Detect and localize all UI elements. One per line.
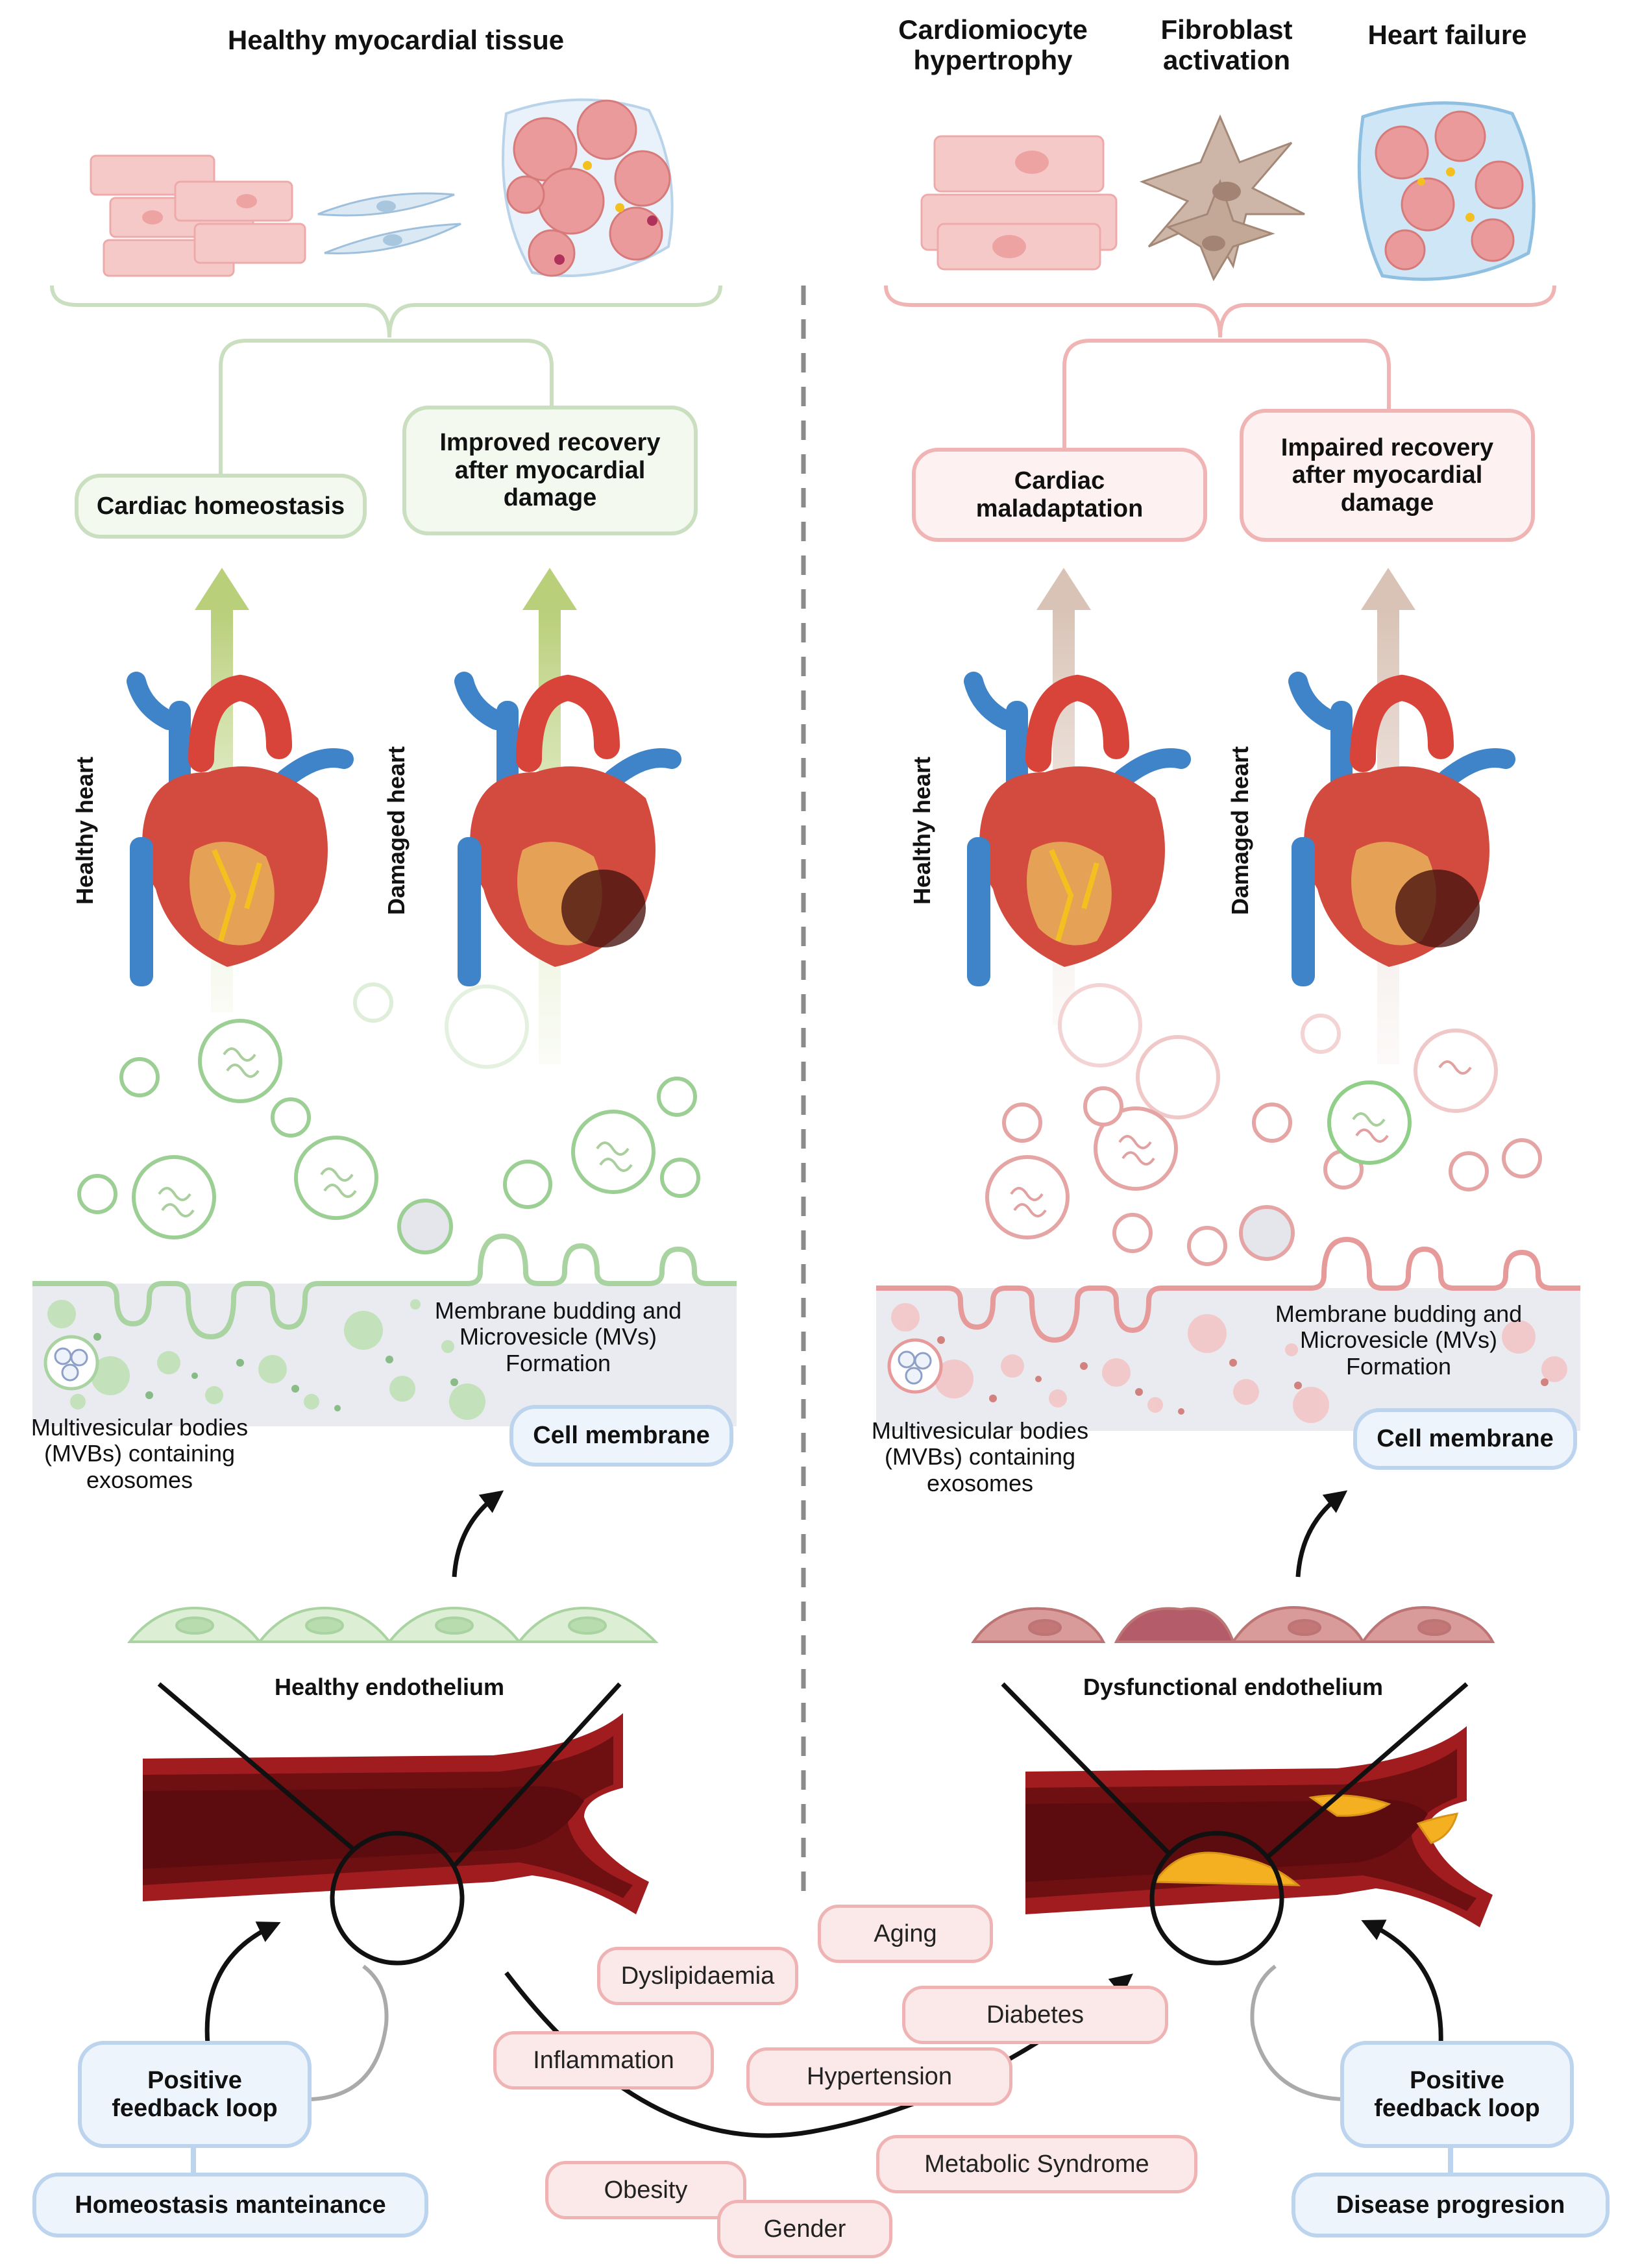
healthy-vesicles (77, 982, 700, 1254)
disease-cell-membrane (876, 1236, 1580, 1431)
dysfunctional-endothelial-cell-icon (971, 1606, 1495, 1643)
magnifier-icon (1001, 1682, 1469, 1966)
magnifier-icon (157, 1682, 622, 1966)
fibroblast-icon (317, 192, 461, 254)
cell-membrane-box: Cell membrane (1353, 1408, 1577, 1470)
impaired-recovery-box: Impaired recovery after myocardial damag… (1240, 409, 1535, 542)
risk-factor-dyslipidaemia: Dyslipidaemia (597, 1947, 798, 2005)
disease-brace (884, 285, 1556, 338)
improved-recovery-box: Improved recovery after myocardial damag… (402, 406, 698, 535)
healthy-vesicle-cargo (158, 1047, 633, 1217)
risk-factor-diabetes: Diabetes (902, 1986, 1168, 2044)
heart-icon (964, 672, 1191, 986)
healthy-feedback-arrow (311, 1964, 389, 2101)
cardiac-maladaptation-box: Cardiac maladaptation (912, 448, 1207, 542)
heart-icon (127, 672, 354, 986)
damaged-heart-icon (1288, 672, 1515, 986)
risk-factor-aging: Aging (818, 1905, 993, 1963)
failing-tissue-icon (1357, 101, 1536, 281)
healthy-endothelium-label: Healthy endothelium (274, 1674, 505, 1700)
healthy-tissue-title: Healthy myocardial tissue (227, 25, 565, 55)
disease-feedback-arrow (1250, 1964, 1344, 2101)
positive-feedback-loop-box: Positive feedback loop (1340, 2041, 1574, 2148)
healthy-brace (50, 285, 722, 338)
mvb-label: Multivesicular bodies (MVBs) containing … (871, 1417, 1089, 1496)
heart-failure-title: Heart failure (1367, 19, 1527, 50)
healthy-tissue-icon (502, 98, 674, 277)
disease-vesicles (985, 983, 1542, 1266)
risk-factor-hypertension: Hypertension (746, 2047, 1012, 2106)
healthy-cell-membrane (32, 1233, 737, 1426)
homeostasis-maintenance-box: Homeostasis manteinance (32, 2173, 428, 2238)
mvb-label: Multivesicular bodies (MVBs) containing … (31, 1414, 249, 1493)
healthy-connector (219, 339, 554, 474)
cardiac-homeostasis-box: Cardiac homeostasis (75, 474, 367, 539)
diseased-blood-vessel-icon (1025, 1726, 1493, 1927)
damaged-heart-label: Damaged heart (1227, 746, 1253, 916)
hypertrophy-title: Cardiomiocyte hypertrophy (898, 14, 1088, 76)
disease-vesicle-cargo (1010, 1060, 1472, 1217)
disease-secretion-arrow (1295, 1490, 1348, 1578)
damaged-heart-label: Damaged heart (383, 746, 410, 916)
activated-fibroblast-icon (1139, 114, 1305, 282)
disease-progression-box: Disease progresion (1292, 2173, 1610, 2238)
hypertrophy-cardiomyocyte-icon (920, 135, 1118, 271)
disease-connector (1062, 339, 1391, 448)
damaged-heart-icon (454, 672, 681, 986)
membrane-budding-label: Membrane budding and Microvesicle (MVs) … (434, 1297, 682, 1376)
cell-membrane-box: Cell membrane (509, 1405, 733, 1467)
risk-factor-obesity: Obesity (545, 2161, 746, 2219)
healthy-secretion-arrow (452, 1490, 504, 1578)
risk-factor-metabolic-syndrome: Metabolic Syndrome (876, 2135, 1197, 2193)
risk-factor-inflammation: Inflammation (493, 2031, 714, 2090)
dysfunctional-endothelium-label: Dysfunctional endothelium (1083, 1674, 1384, 1700)
membrane-budding-label: Membrane budding and Microvesicle (MVs) … (1275, 1300, 1523, 1380)
healthy-blood-vessel-icon (143, 1713, 649, 1914)
healthy-endothelial-cell-icon (127, 1606, 659, 1643)
healthy-heart-label: Healthy heart (71, 756, 98, 905)
fibroblast-title: Fibroblast activation (1160, 14, 1293, 76)
positive-feedback-loop-box: Positive feedback loop (78, 2041, 312, 2148)
healthy-heart-label: Healthy heart (909, 756, 935, 905)
cardiomyocyte-icon (90, 154, 306, 277)
risk-factor-gender: Gender (717, 2200, 892, 2258)
